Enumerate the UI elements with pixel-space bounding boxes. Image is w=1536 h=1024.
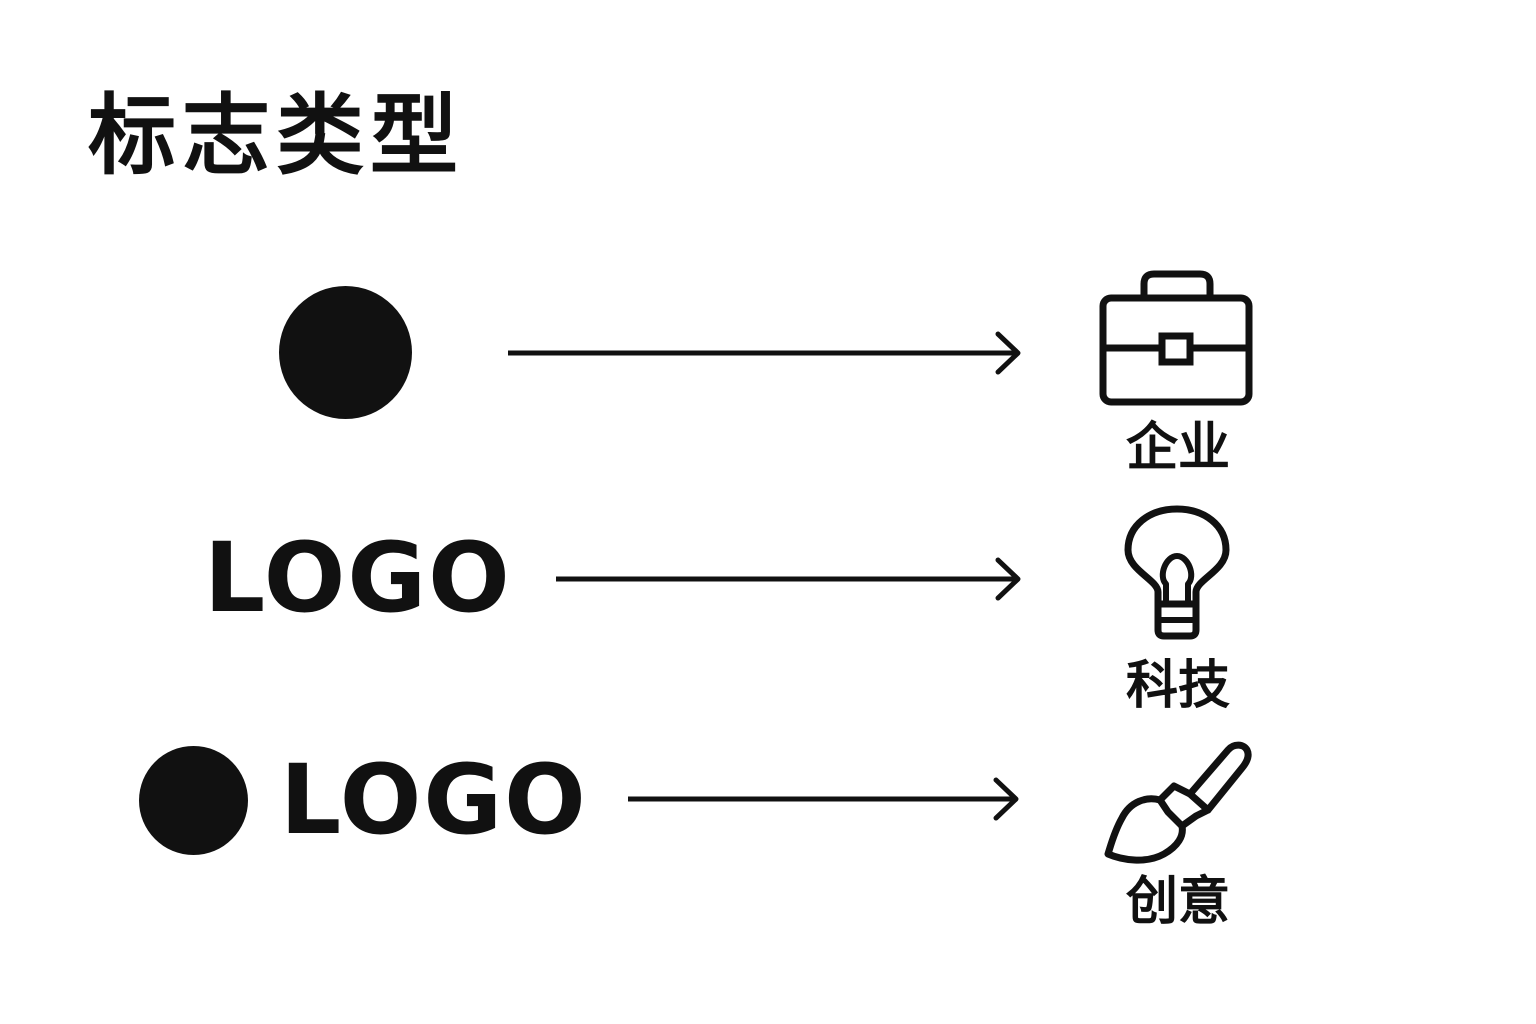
combination-wordmark-logo: LOGO [280, 744, 588, 856]
circle-symbol-logo-combined [139, 746, 248, 855]
creative-label: 创意 [1125, 872, 1230, 932]
wordmark-logo: LOGO [204, 522, 512, 634]
briefcase-icon [1099, 270, 1253, 406]
circle-symbol-logo [279, 286, 412, 419]
technology-label: 科技 [1125, 656, 1230, 716]
enterprise-label: 企业 [1125, 418, 1230, 478]
lightbulb-icon [1124, 505, 1230, 640]
page-title: 标志类型 [88, 84, 465, 187]
arrow-technology [556, 557, 1021, 601]
arrow-creative [628, 777, 1019, 821]
paintbrush-icon [1104, 741, 1252, 864]
arrow-enterprise [508, 331, 1021, 375]
